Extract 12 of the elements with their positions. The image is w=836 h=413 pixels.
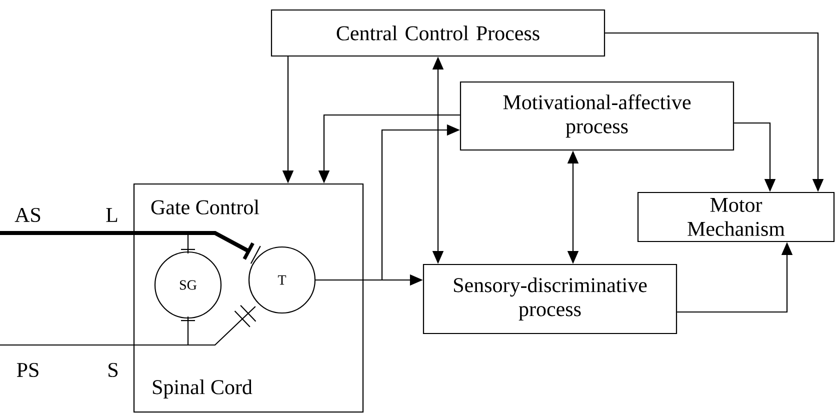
process-box: Motivational-affective process	[460, 81, 734, 151]
process-box: Sensory-discriminative process	[422, 264, 678, 334]
nerve-fiber	[187, 233, 189, 254]
nerve-fiber	[0, 306, 256, 346]
nerve-fiber	[187, 316, 189, 345]
fiber-label: AS	[14, 208, 40, 222]
nerve-fiber	[0, 231, 250, 253]
fiber-label: L	[106, 208, 118, 222]
fiber-label: PS	[16, 362, 38, 378]
process-box: Central Control Process	[270, 9, 606, 57]
fiber-label: S	[108, 362, 118, 378]
process-box: Motor Mechanism	[637, 192, 835, 242]
